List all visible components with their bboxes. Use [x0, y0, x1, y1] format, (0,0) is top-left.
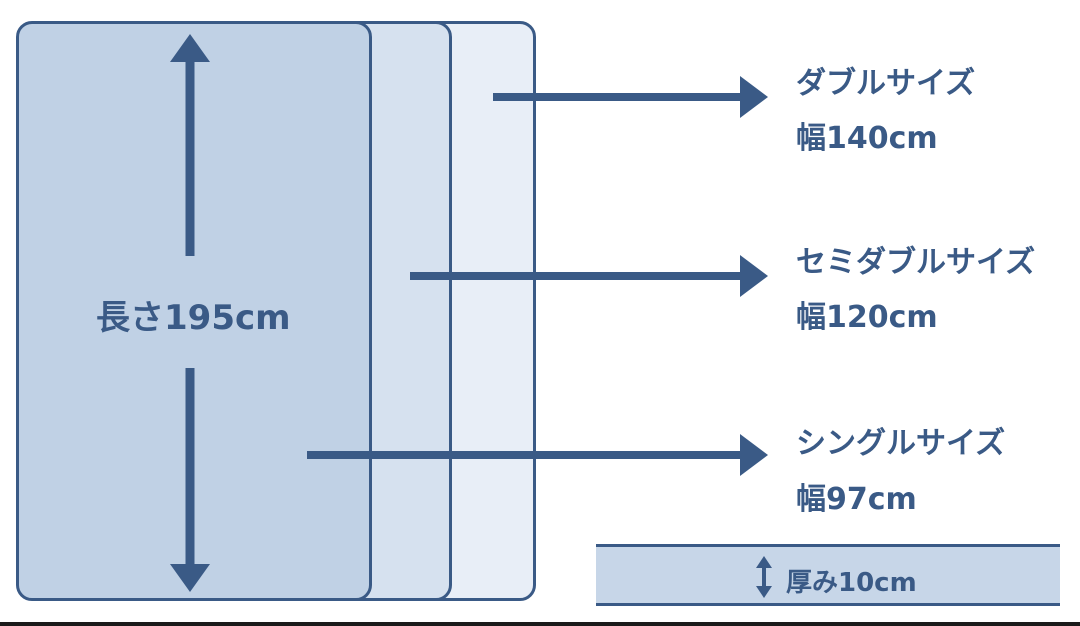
bottom-divider	[0, 622, 1080, 626]
thickness-bar	[596, 544, 1060, 606]
length-double-arrow-icon	[170, 34, 210, 592]
size-name-semi-double: セミダブルサイズ	[796, 245, 1036, 280]
thickness-label: 厚み10cm	[786, 568, 917, 598]
size-width-single: 幅97cm	[796, 482, 917, 517]
length-label: 長さ195cm	[96, 298, 291, 338]
size-width-double: 幅140cm	[796, 121, 938, 156]
pointer-arrow-semi-double-icon	[410, 255, 768, 297]
pointer-arrow-single-icon	[307, 434, 768, 476]
thickness-up-down-arrow-icon	[756, 556, 772, 598]
size-width-semi-double: 幅120cm	[796, 300, 938, 335]
size-name-single: シングルサイズ	[796, 426, 1006, 461]
size-name-double: ダブルサイズ	[796, 66, 976, 101]
pointer-arrow-double-icon	[493, 76, 768, 118]
